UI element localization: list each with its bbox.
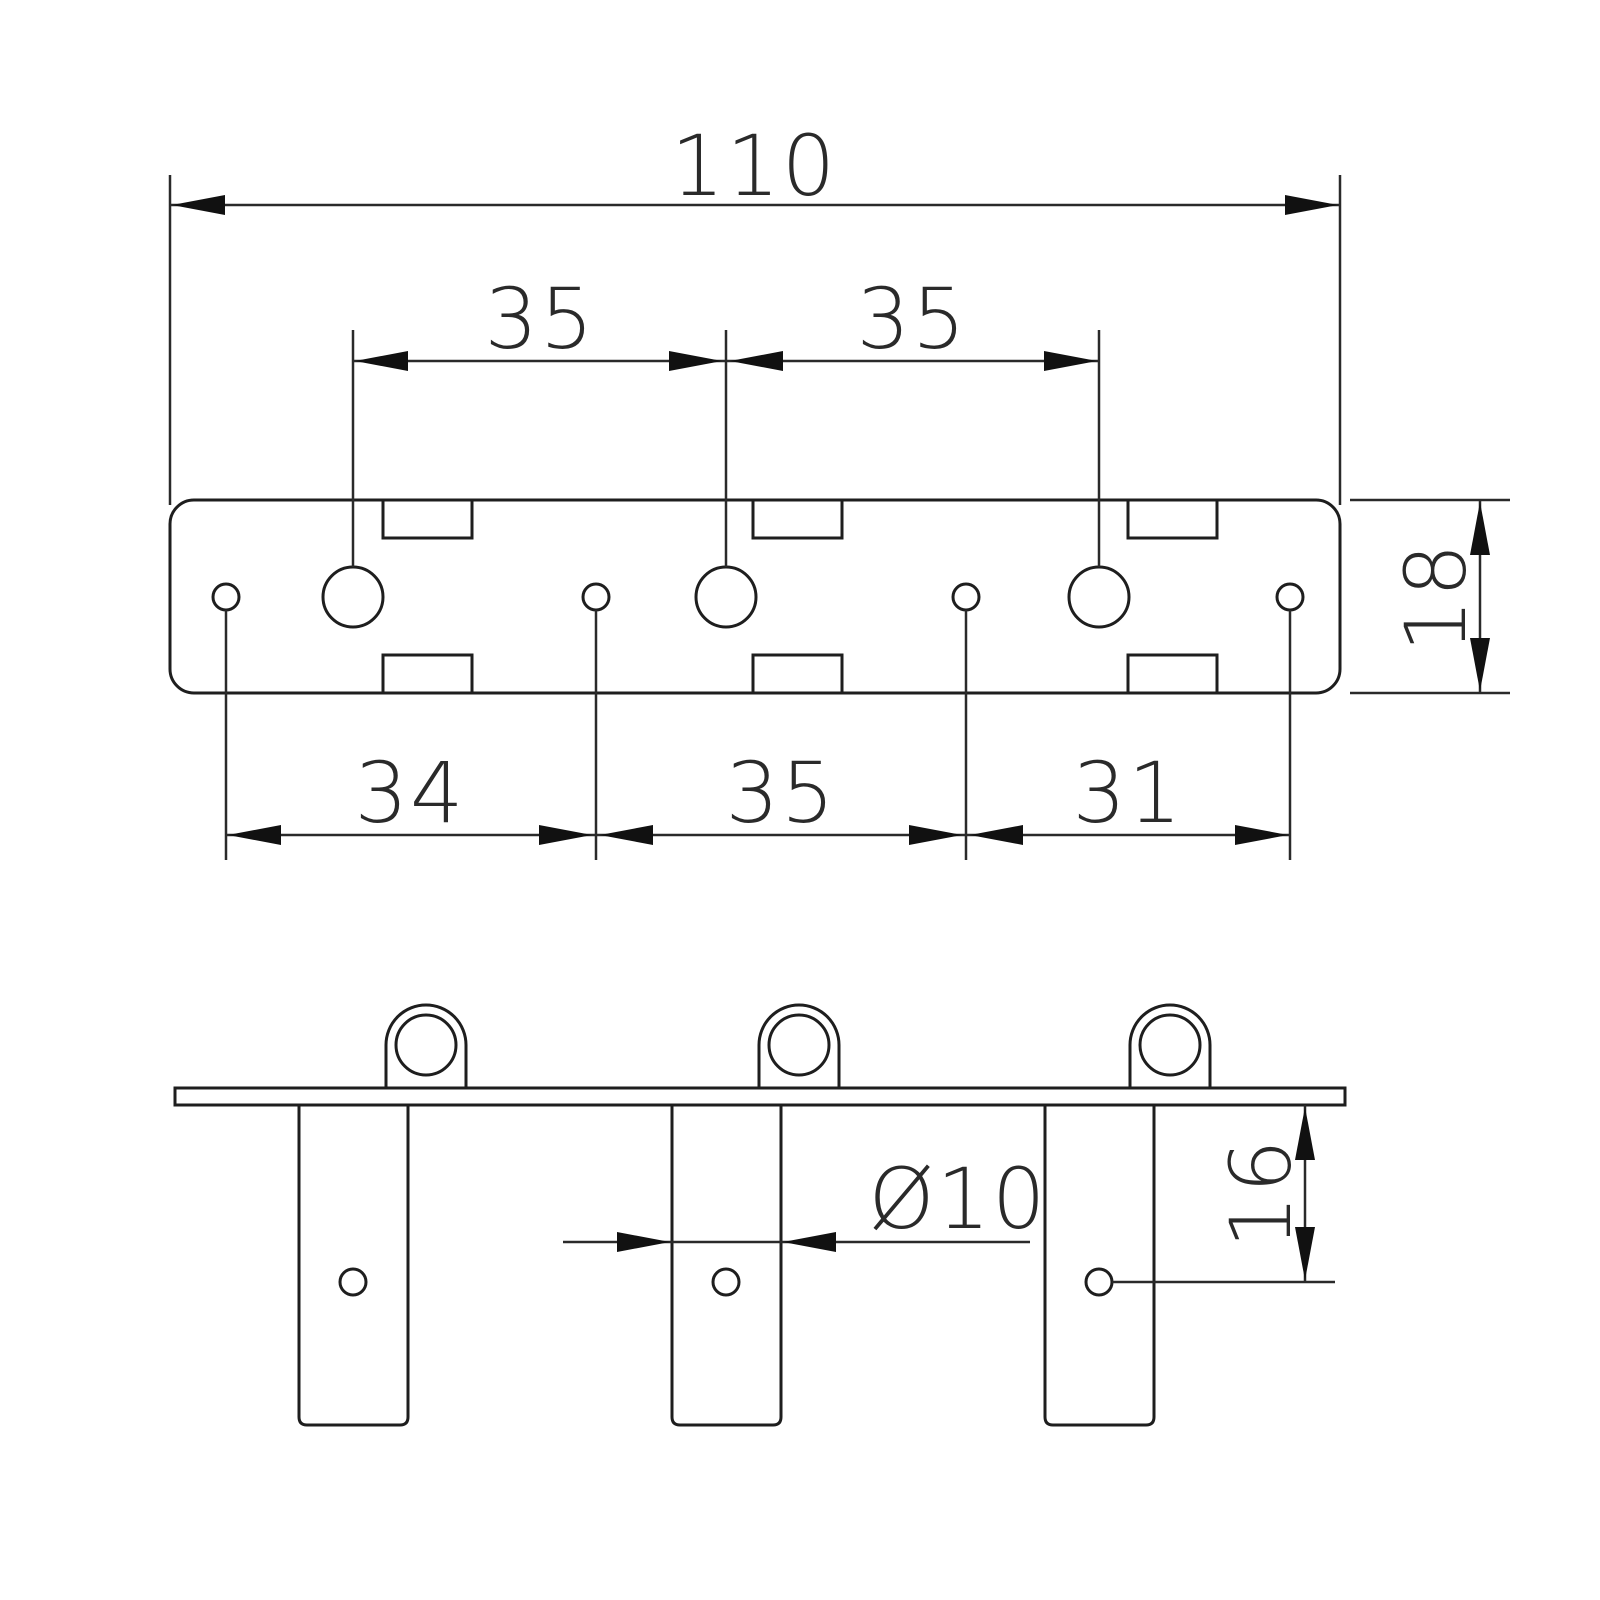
- dimension-label-hole-diameter: Ø10: [868, 1150, 1047, 1248]
- dimension-label-bottom-spacing-3: 31: [1073, 744, 1184, 842]
- large-hole: [1067, 565, 1131, 629]
- dimension-label-top-spacing-2: 35: [857, 270, 968, 368]
- dimension-label-plate-height: 18: [1387, 542, 1485, 653]
- front-view: Ø10 16: [173, 1003, 1347, 1427]
- tab-slot: [381, 653, 474, 695]
- tab-slot: [1126, 498, 1219, 540]
- dimension-label-overall: 110: [671, 117, 837, 215]
- dimension-hole-diameter: Ø10: [563, 1148, 1048, 1252]
- leg-hole: [711, 1267, 741, 1297]
- leg-hole: [1084, 1267, 1114, 1297]
- clamp-ring: [757, 1003, 841, 1088]
- dimension-bottom-spacing: 34 35 31: [224, 610, 1292, 860]
- clamp-ring: [1128, 1003, 1212, 1088]
- dimension-top-spacing: 35 35: [351, 268, 1101, 567]
- large-hole: [694, 565, 758, 629]
- clamp-leg: [297, 1105, 410, 1427]
- tab-slot: [751, 653, 844, 695]
- small-hole: [951, 582, 981, 612]
- front-plate: [173, 1086, 1347, 1107]
- tab-slot: [1126, 653, 1219, 695]
- clamp-leg: [1043, 1105, 1156, 1427]
- dimension-label-bottom-spacing-2: 35: [726, 744, 837, 842]
- small-hole: [1275, 582, 1305, 612]
- large-hole: [321, 565, 385, 629]
- dimension-label-bottom-spacing-1: 34: [355, 744, 466, 842]
- tab-slot: [381, 498, 474, 540]
- dimension-plate-height: 18: [1350, 498, 1510, 695]
- leg-hole: [338, 1267, 368, 1297]
- clamp-ring: [384, 1003, 468, 1088]
- clamp-leg: [670, 1105, 783, 1427]
- tab-slot: [751, 498, 844, 540]
- dimension-overall-length: 110: [168, 115, 1342, 505]
- dimension-label-top-spacing-1: 35: [485, 270, 596, 368]
- dimension-clamp-height: 16: [1112, 1105, 1335, 1284]
- dimension-label-clamp-height: 16: [1212, 1138, 1310, 1249]
- top-view: 110 35 35: [168, 115, 1510, 860]
- small-hole: [211, 582, 241, 612]
- small-hole: [581, 582, 611, 612]
